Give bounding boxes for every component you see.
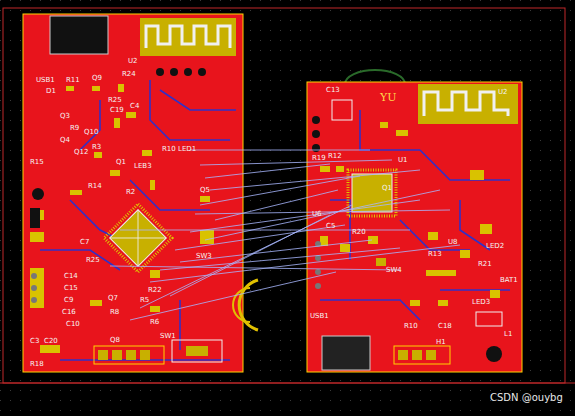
designator-label: R10 (162, 145, 176, 153)
designator-label: USB1 (36, 76, 55, 84)
designator-label: R21 (478, 260, 492, 268)
designator-label: LED1 (178, 145, 196, 153)
designator-label: U2 (128, 57, 138, 65)
designator-label: Q10 (84, 128, 98, 136)
designator-label: R12 (328, 152, 342, 160)
designator-label: R20 (352, 228, 366, 236)
ratsnest-line (215, 190, 338, 220)
designator-label: SW3 (196, 252, 212, 260)
ratsnest-line (150, 245, 460, 282)
designator-label: R13 (428, 250, 442, 258)
designator-label: R15 (30, 158, 44, 166)
designator-label: C15 (64, 284, 78, 292)
designator-label: USB1 (310, 312, 329, 320)
designator-label: R3 (92, 143, 101, 151)
designator-label: Q12 (74, 148, 88, 156)
designator-label: Q1 (116, 158, 126, 166)
ratsnest-line (190, 150, 370, 151)
designator-label: LEB3 (134, 162, 152, 170)
designator-label: U1 (398, 156, 408, 164)
designator-label: Q1 (382, 184, 392, 192)
designator-label: LED2 (486, 242, 504, 250)
designator-label: C14 (64, 272, 78, 280)
designator-label: Q5 (200, 186, 210, 194)
designator-label: R24 (122, 70, 136, 78)
ratsnest-line (200, 160, 392, 165)
designator-label: SW1 (160, 332, 176, 340)
designator-label: C19 (110, 106, 124, 114)
designator-label: H1 (436, 338, 446, 346)
designator-label: SW4 (386, 266, 402, 274)
designator-label: U2 (498, 88, 508, 96)
designator-label: BAT1 (500, 276, 518, 284)
designator-label: R8 (110, 308, 119, 316)
designator-label: C10 (66, 320, 80, 328)
designator-label: R6 (150, 318, 159, 326)
designator-label: C3 (30, 337, 39, 345)
designator-label: D1 (46, 87, 56, 95)
ratsnest-line (205, 190, 440, 240)
ratsnest-line (190, 200, 420, 232)
ratsnest-line (110, 266, 400, 270)
designator-label: R19 (312, 154, 326, 162)
ratsnest-line (140, 205, 352, 308)
designator-label: U8 (448, 238, 458, 246)
designator-label: Q3 (60, 112, 70, 120)
designator-label: LED3 (472, 298, 490, 306)
designator-label: R9 (70, 124, 79, 132)
designator-label: R18 (30, 360, 44, 368)
designator-label: Q7 (108, 294, 118, 302)
designator-label: C20 (44, 337, 58, 345)
designator-label: Q9 (92, 74, 102, 82)
designator-label: C9 (64, 296, 73, 304)
designator-label: C5 (326, 222, 335, 230)
designator-label: C13 (326, 86, 340, 94)
designator-label: R5 (140, 296, 149, 304)
ratsnest-line (195, 210, 450, 214)
ratsnest-line (205, 164, 330, 178)
designator-label: R25 (86, 256, 100, 264)
watermark: CSDN @ouybg (490, 392, 563, 404)
designator-label: R14 (88, 182, 102, 190)
designator-label: L1 (504, 330, 512, 338)
designator-label: R25 (108, 96, 122, 104)
designator-label: Q8 (110, 336, 120, 344)
designator-label: R10 (404, 322, 418, 330)
designator-label: R22 (148, 286, 162, 294)
designator-label: U6 (312, 210, 322, 218)
ratsnest-line (130, 272, 336, 320)
designator-label: C4 (130, 102, 139, 110)
designator-label: C18 (438, 322, 452, 330)
designator-label: YU (380, 92, 397, 104)
designator-label: C7 (80, 238, 89, 246)
designator-label: R2 (126, 188, 135, 196)
ratsnest-line (120, 230, 410, 231)
designator-label: R11 (66, 76, 80, 84)
designator-label: C16 (62, 308, 76, 316)
designator-label: Q4 (60, 136, 70, 144)
